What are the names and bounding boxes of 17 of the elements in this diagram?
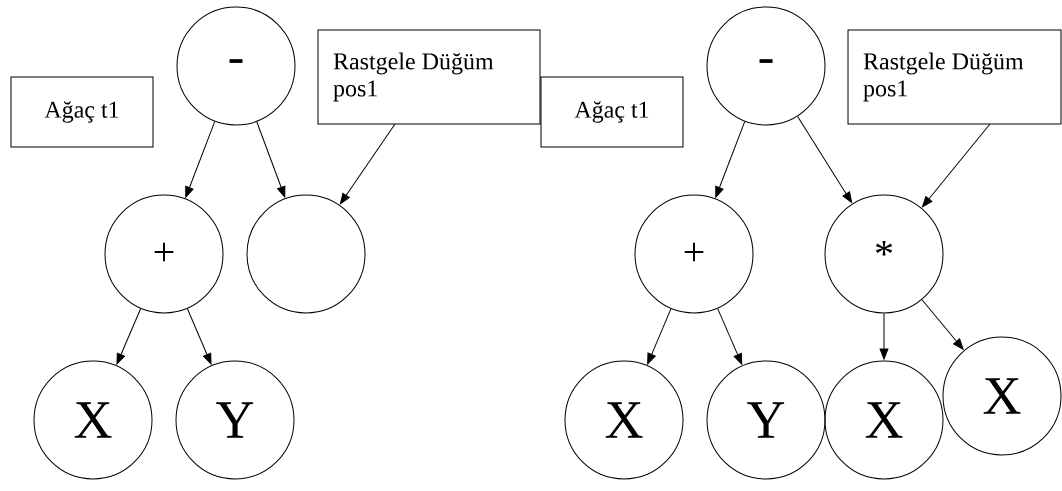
- arrow: [921, 299, 964, 350]
- arrow: [797, 115, 853, 203]
- arrow: [647, 308, 672, 365]
- label-box: Rastgele Düğüm pos1: [317, 29, 541, 125]
- arrow: [879, 313, 889, 360]
- arrow: [186, 308, 212, 365]
- label-box: Rastgele Düğüm pos1: [847, 29, 1062, 125]
- label-box: Ağaç t1: [540, 76, 684, 148]
- label-box: Ağaç t1: [10, 76, 154, 148]
- arrow: [185, 121, 216, 198]
- leader-arrow: [922, 123, 991, 208]
- arrow: [116, 308, 142, 365]
- leader-arrow: [339, 123, 396, 205]
- arrow: [717, 308, 743, 365]
- arrow: [256, 121, 286, 198]
- tree-node-circle: [246, 194, 366, 314]
- arrow: [715, 121, 746, 198]
